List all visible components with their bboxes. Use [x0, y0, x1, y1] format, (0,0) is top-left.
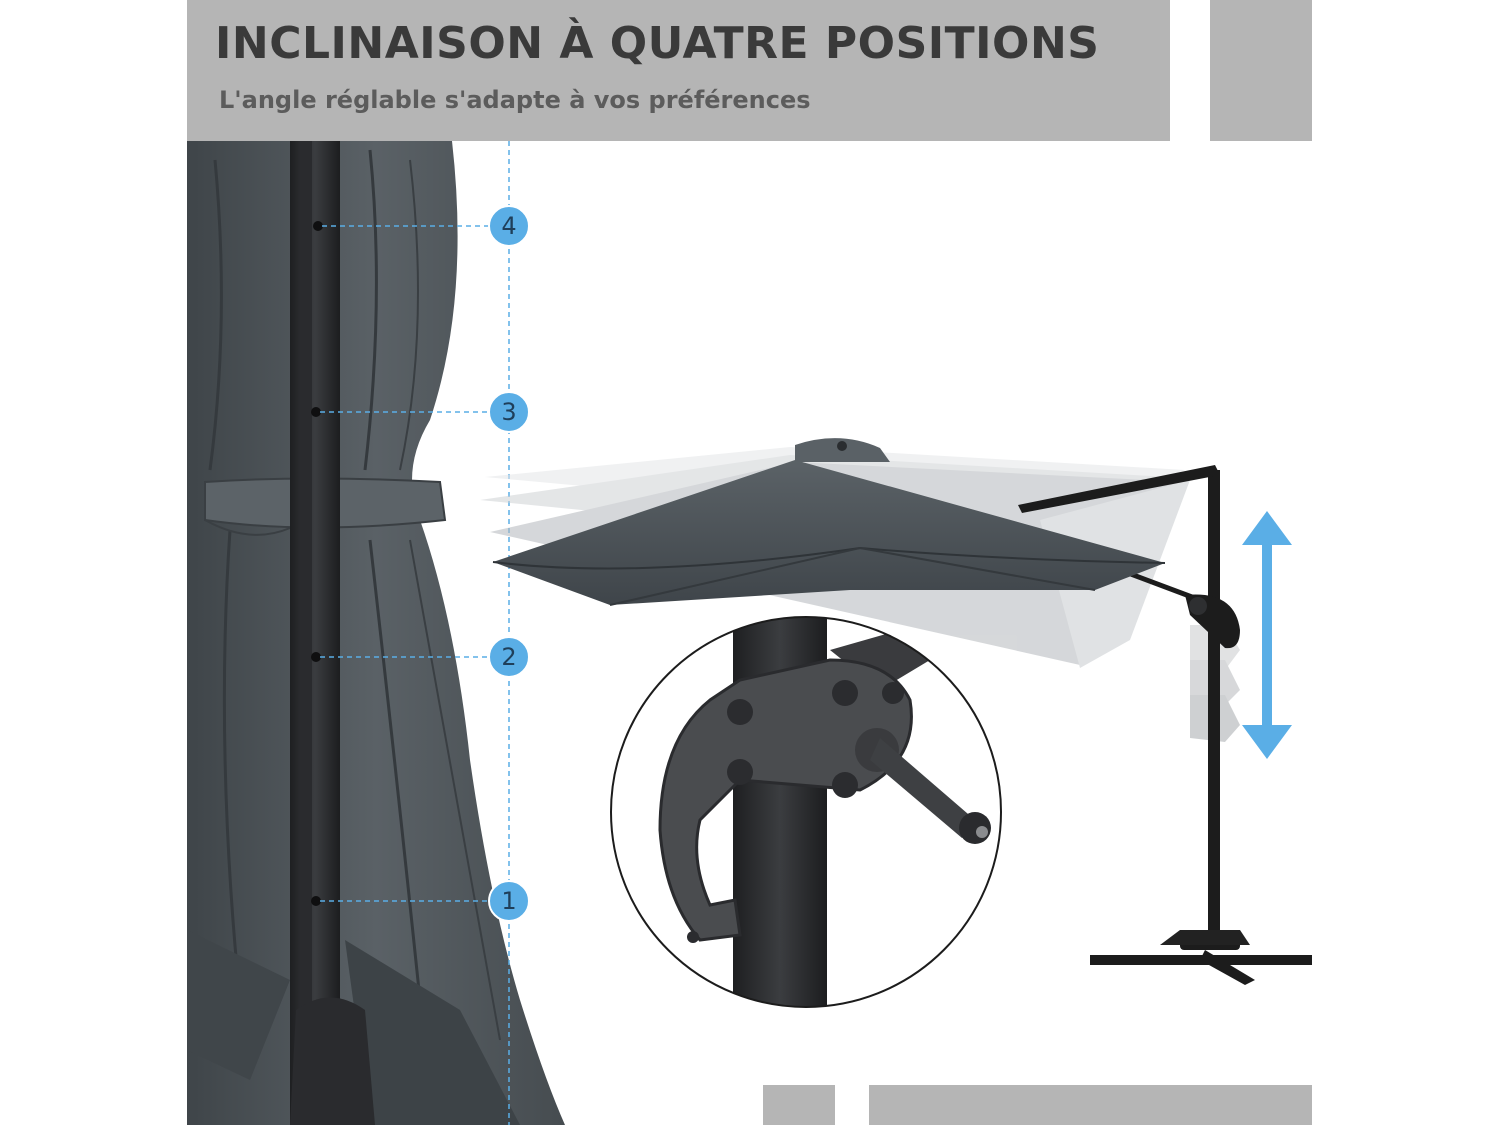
tilted-umbrella-illustration	[492, 438, 1312, 985]
position-badge-4: 4	[488, 205, 530, 247]
position-badge-1: 3 1	[488, 880, 530, 922]
crank-detail-zoom	[610, 616, 1002, 1008]
position-badge-label: 2	[501, 643, 516, 671]
header-band	[187, 0, 1170, 141]
position-badge-3: 3	[488, 391, 530, 433]
footer-band-small	[763, 1085, 835, 1125]
position-badge-label: 4	[501, 212, 516, 240]
footer-band-wide	[869, 1085, 1312, 1125]
closed-umbrella-illustration	[187, 141, 565, 1125]
crank-handle-icon	[855, 728, 991, 844]
position-guides	[320, 141, 510, 1125]
position-badge-label: 1	[501, 887, 516, 915]
vertical-double-arrow-icon	[1242, 511, 1292, 759]
page-subtitle: L'angle réglable s'adapte à vos préféren…	[219, 86, 811, 114]
position-badge-2: 2	[488, 636, 530, 678]
page-title: INCLINAISON À QUATRE POSITIONS	[215, 18, 1100, 69]
header-side-band	[1210, 0, 1312, 141]
position-badge-label: 3	[501, 398, 516, 426]
